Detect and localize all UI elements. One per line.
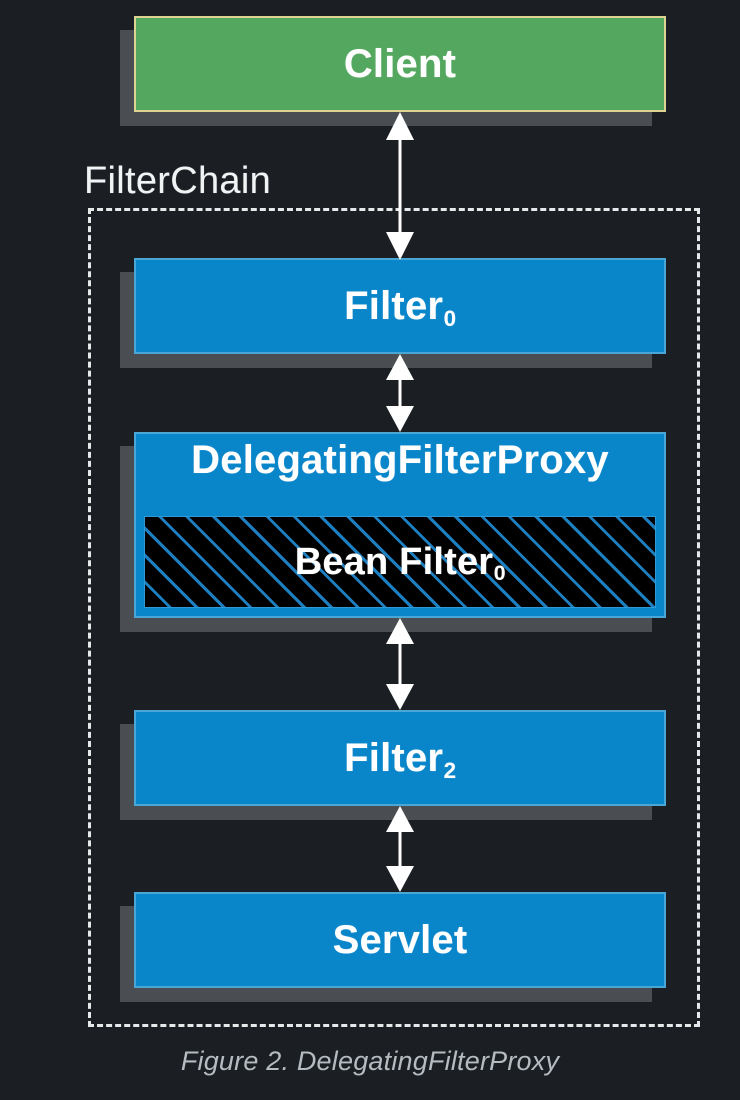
node-bean-filter-0-label: Bean Filter0	[294, 541, 506, 586]
figure-caption: Figure 2. DelegatingFilterProxy	[180, 1046, 560, 1076]
node-delegating-filter-proxy[interactable]: DelegatingFilterProxy Bean Filter0	[134, 432, 666, 618]
filterchain-label: FilterChain	[84, 160, 272, 202]
node-filter-2-label: Filter2	[344, 736, 457, 783]
node-filter-2[interactable]: Filter2	[134, 710, 666, 806]
arrow-dfp-to-filter2	[386, 618, 414, 710]
node-filter-0[interactable]: Filter0	[134, 258, 666, 354]
node-bean-filter-0[interactable]: Bean Filter0	[144, 516, 656, 608]
arrow-filter2-to-servlet	[386, 806, 414, 892]
node-filter-0-subscript: 0	[443, 305, 457, 331]
node-servlet-label: Servlet	[332, 918, 468, 962]
arrow-client-to-filter0	[386, 112, 414, 260]
filterchain-container	[88, 208, 700, 1027]
arrow-filter0-to-dfp	[386, 354, 414, 432]
node-filter-0-label: Filter0	[344, 284, 457, 331]
node-servlet[interactable]: Servlet	[134, 892, 666, 988]
node-filter-2-subscript: 2	[443, 757, 457, 783]
node-client[interactable]: Client	[134, 16, 666, 112]
node-bean-filter-0-subscript: 0	[493, 561, 506, 586]
node-delegating-filter-proxy-label: DelegatingFilterProxy	[191, 438, 609, 482]
node-client-label: Client	[343, 42, 457, 86]
